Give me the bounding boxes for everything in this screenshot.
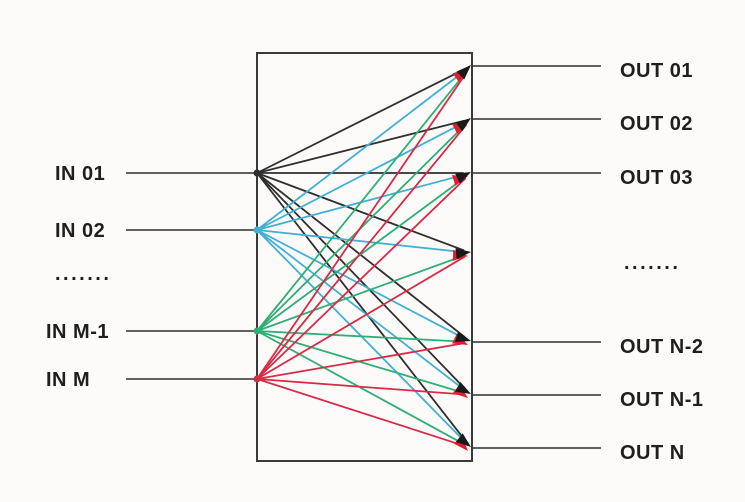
connection-in-01-to-out-n xyxy=(256,172,467,443)
output-label-out-03: OUT 03 xyxy=(620,167,694,189)
output-label-out-n: OUT N xyxy=(620,442,685,464)
connection-in-02-to-out-02 xyxy=(256,121,465,231)
connection-in-02-to-out-ellipsis xyxy=(256,229,464,254)
input-label-in-m-1: IN M-1 xyxy=(46,321,109,343)
fan-point-in-m xyxy=(253,375,261,383)
connection-in-m-to-out-n-1 xyxy=(256,378,464,396)
switch-box xyxy=(256,52,473,462)
output-label-out-01: OUT 01 xyxy=(620,60,694,82)
arrowhead-black-out-03 xyxy=(455,172,471,184)
connection-in-m-1-to-out-ellipsis xyxy=(256,254,465,332)
connection-in-m-to-out-n-2 xyxy=(256,342,465,380)
connection-in-m-to-out-02 xyxy=(256,124,467,380)
arrowhead-black-out-n-1 xyxy=(455,381,471,394)
output-ellipsis-label: ....... xyxy=(624,252,681,274)
connection-in-02-to-out-n-2 xyxy=(256,229,465,340)
connection-in-m-to-out-03 xyxy=(256,177,467,380)
connection-in-01-to-out-n-1 xyxy=(256,172,467,391)
connection-in-01-to-out-01 xyxy=(256,68,465,174)
connection-in-02-to-out-01 xyxy=(256,69,466,231)
connection-in-01-to-out-ellipsis xyxy=(256,172,465,252)
connection-in-m-to-out-ellipsis xyxy=(256,256,466,380)
connection-in-01-to-out-02 xyxy=(256,120,465,174)
input-label-in-01: IN 01 xyxy=(55,163,106,185)
input-label-in-02: IN 02 xyxy=(55,220,106,242)
input-ellipsis-label: ....... xyxy=(55,263,112,285)
connection-in-m-1-to-out-03 xyxy=(256,176,466,332)
fan-point-in-01 xyxy=(253,169,261,177)
fan-point-in-02 xyxy=(253,226,261,234)
connection-in-m-1-to-out-n-2 xyxy=(256,330,464,343)
output-label-out-n-2: OUT N-2 xyxy=(620,336,704,358)
output-label-out-n-1: OUT N-1 xyxy=(620,389,704,411)
fan-point-in-m-1 xyxy=(253,327,261,335)
arrowhead-black-out-n-2 xyxy=(455,331,471,342)
arrowhead-black-out-01 xyxy=(456,65,471,80)
connection-in-m-1-to-out-01 xyxy=(256,71,467,332)
arrowhead-black-out-02 xyxy=(455,118,471,132)
arrowhead-black-out-ellipsis xyxy=(455,248,471,260)
connection-in-02-to-out-n-1 xyxy=(256,229,466,392)
input-label-in-m: IN M xyxy=(46,369,91,391)
output-label-out-02: OUT 02 xyxy=(620,113,694,135)
arrowhead-black-out-n xyxy=(455,433,471,447)
connection-in-m-to-out-n xyxy=(256,378,465,447)
connection-in-m-to-out-01 xyxy=(256,71,468,380)
